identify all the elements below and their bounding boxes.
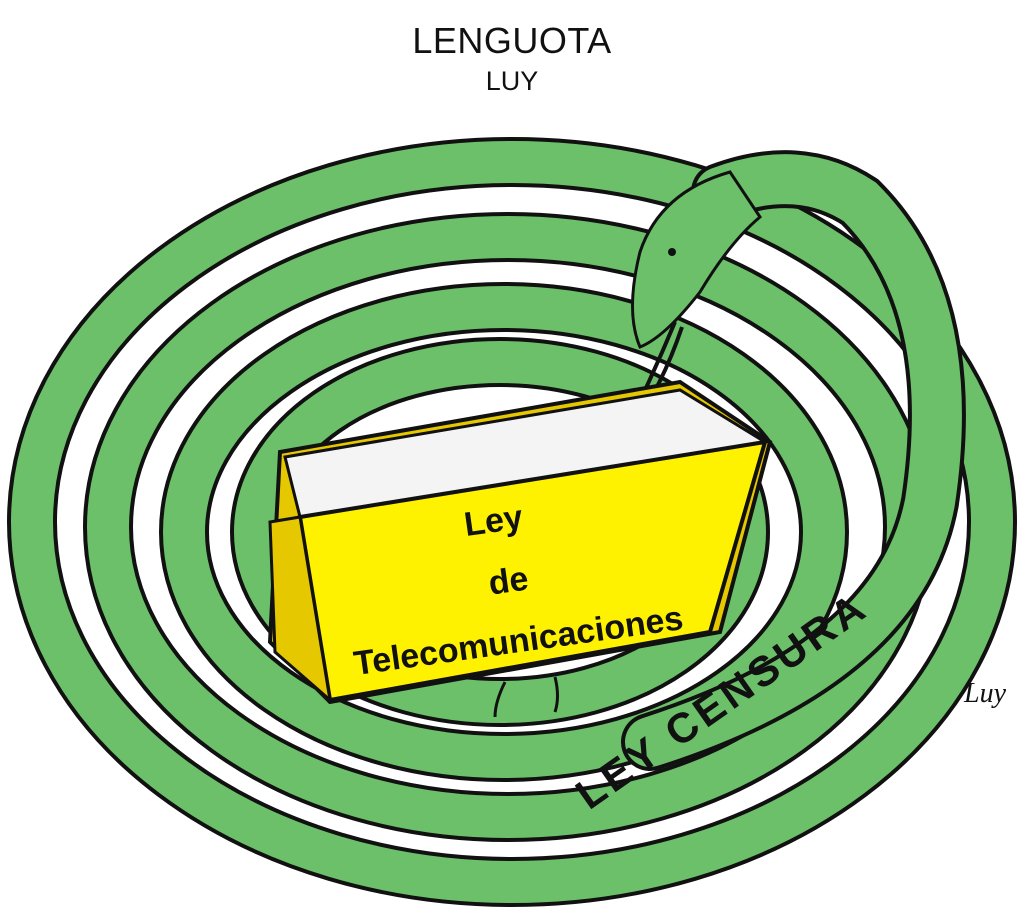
- cartoon-illustration: Ley de Telecomunicaciones LEY CENSURA Lu…: [0, 122, 1024, 910]
- book-title-line-1: Ley: [462, 498, 525, 544]
- book: Ley de Telecomunicaciones: [267, 379, 773, 718]
- book-title-line-2: de: [486, 560, 531, 603]
- cartoon-title: LENGUOTA: [412, 20, 612, 61]
- cartoon-author: LUY: [485, 66, 539, 96]
- artist-signature: Luy: [963, 678, 1007, 709]
